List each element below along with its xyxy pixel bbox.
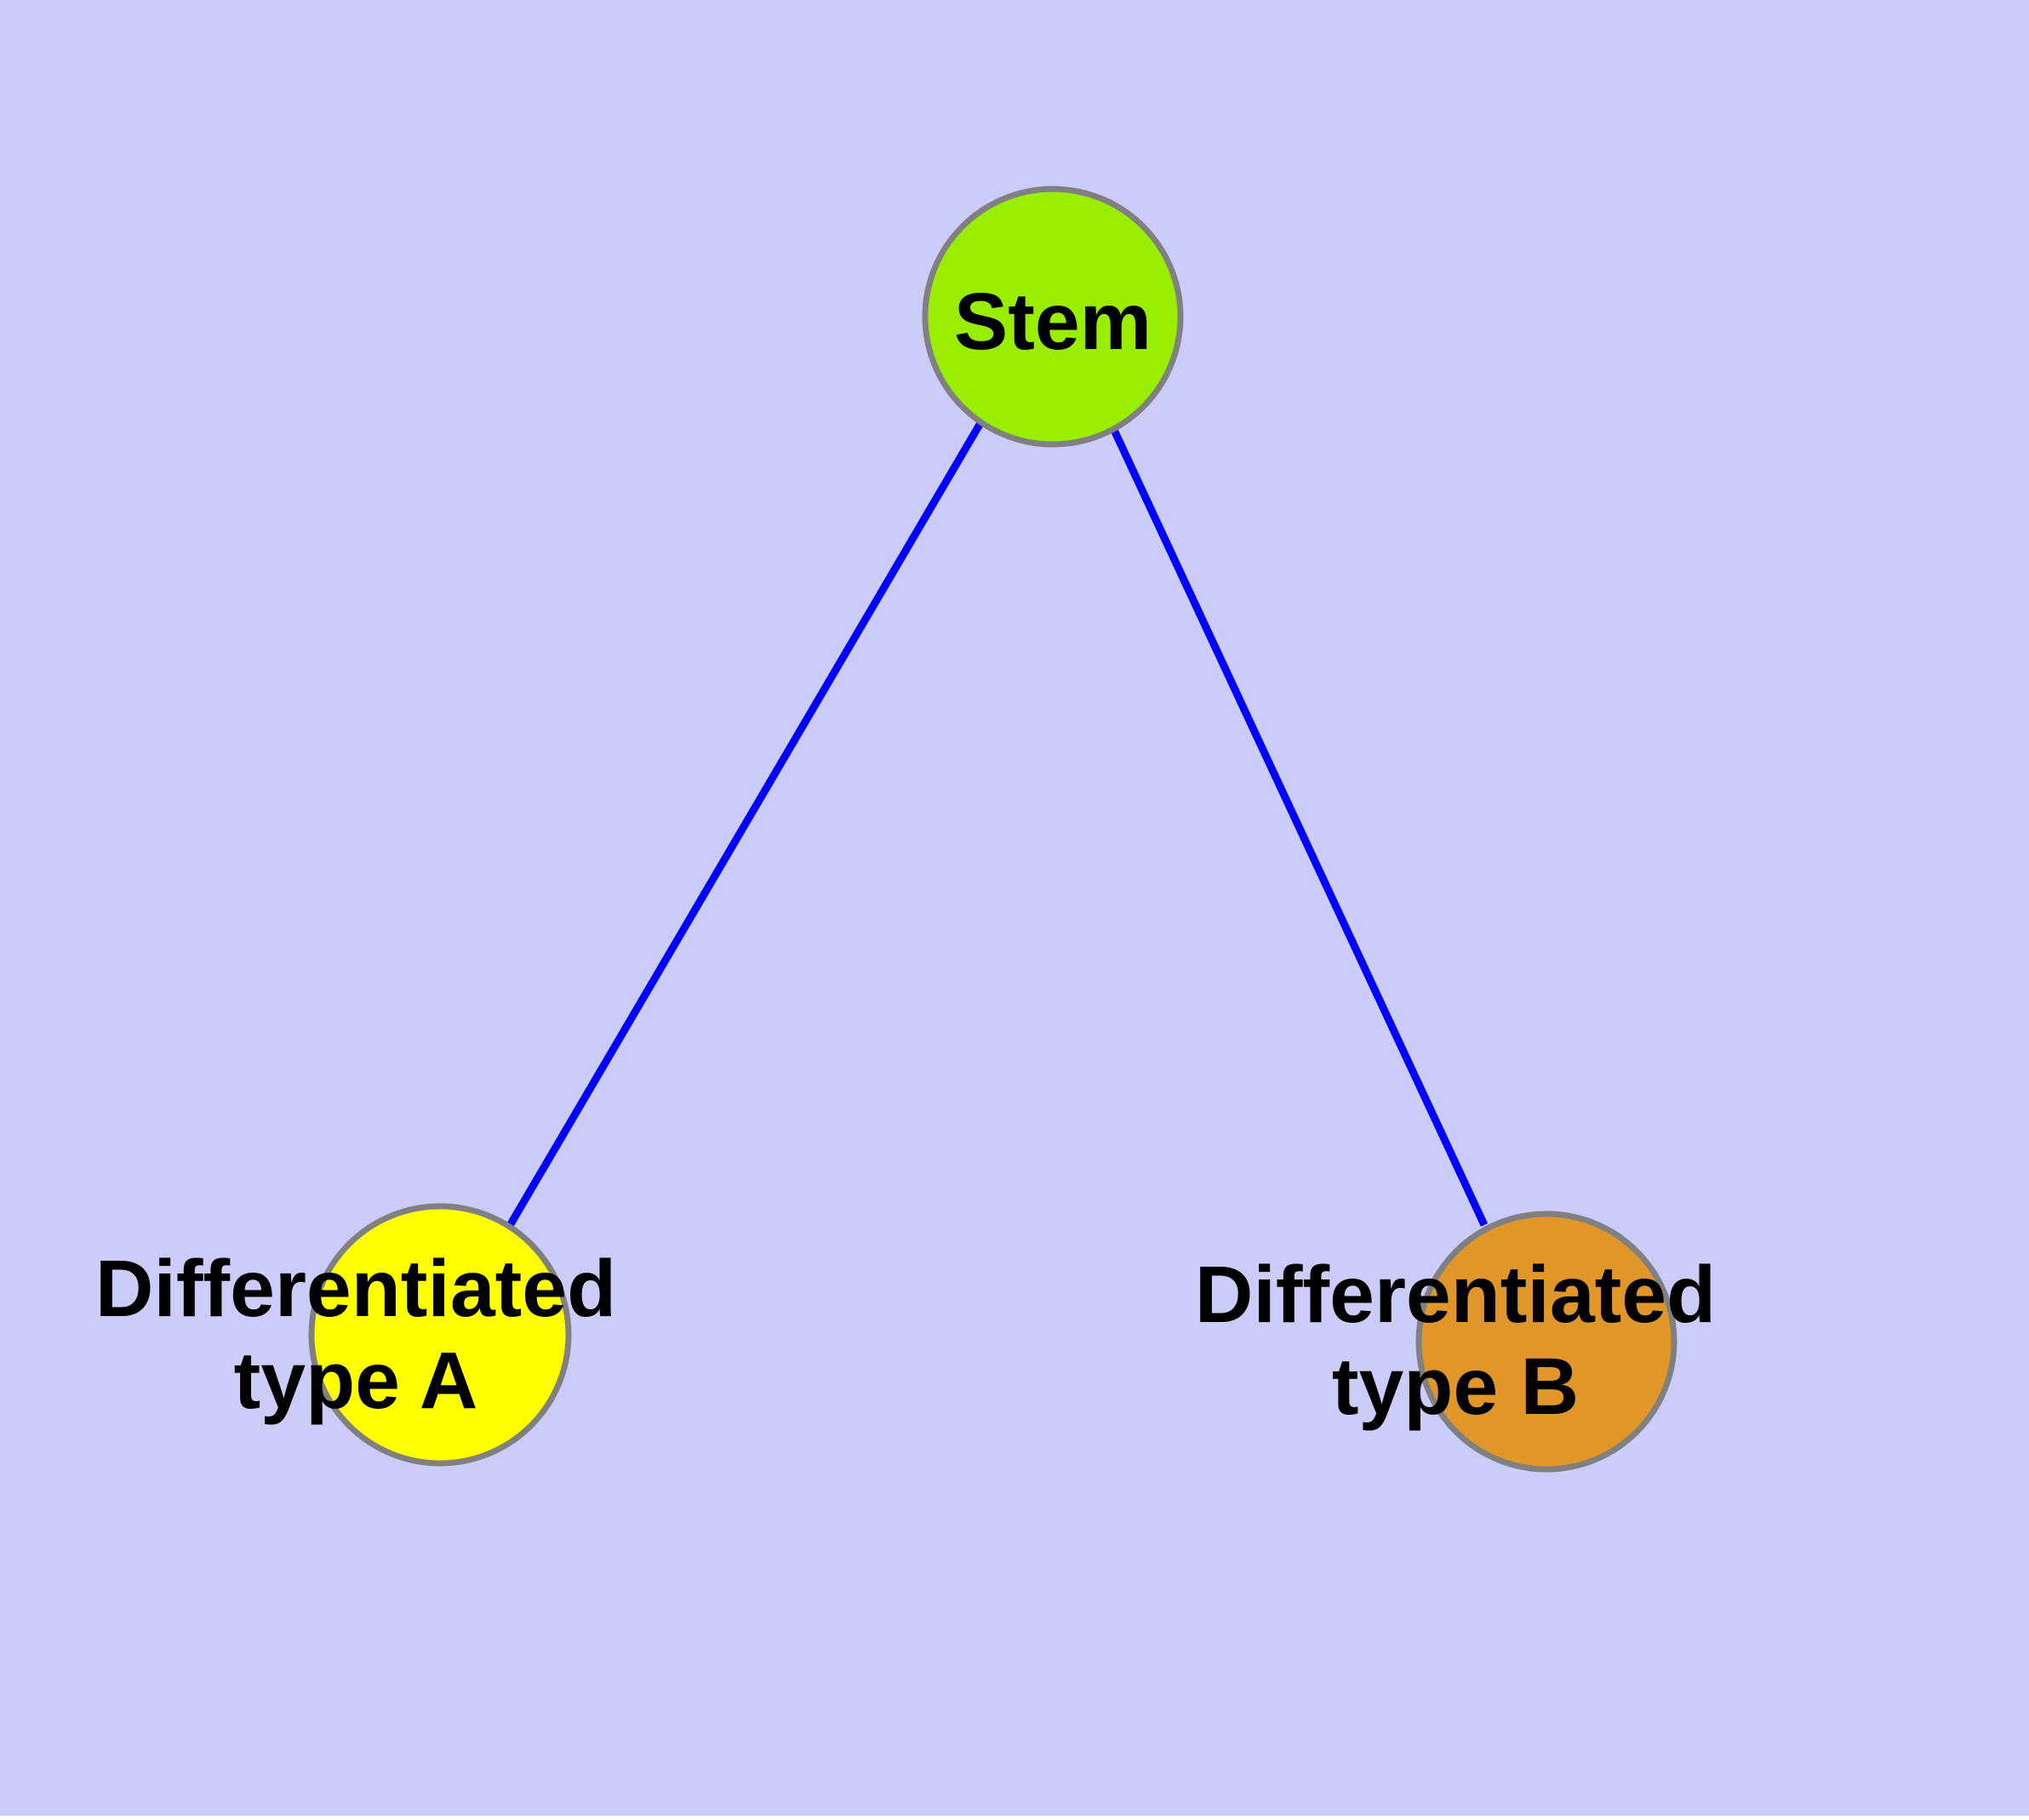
edges-group xyxy=(507,421,1489,1227)
edge-stem-to-differentiated-type-b[interactable] xyxy=(1109,426,1489,1227)
node-stem-label-line-1: Stem xyxy=(954,277,1152,367)
nodes-group xyxy=(308,186,1677,1473)
node-differentiated-type-a-label-line-2: type A xyxy=(234,1336,478,1426)
edge-stem-to-differentiated-type-a[interactable] xyxy=(507,421,984,1227)
labels-group: Stem Differentiated type A Differentiate… xyxy=(95,277,1716,1432)
node-stem[interactable] xyxy=(922,186,1184,448)
node-differentiated-type-b-label-line-2: type B xyxy=(1332,1342,1579,1432)
node-differentiated-type-a[interactable] xyxy=(308,1203,572,1467)
node-differentiated-type-a-label-line-1: Differentiated xyxy=(95,1244,616,1334)
node-differentiated-type-b-label-line-1: Differentiated xyxy=(1195,1250,1716,1340)
node-differentiated-type-b[interactable] xyxy=(1415,1210,1677,1473)
